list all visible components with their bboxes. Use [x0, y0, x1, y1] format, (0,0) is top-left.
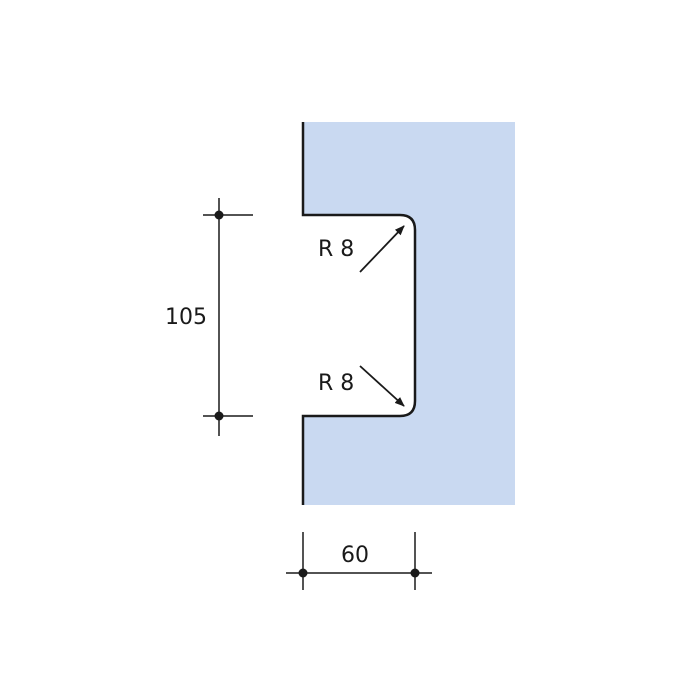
height-dim-label: 105: [165, 305, 207, 330]
profile-body: [303, 122, 515, 505]
width-dim-dot-left: [298, 568, 308, 578]
radius-top-label: R 8: [318, 237, 354, 262]
profile-outline: [301, 122, 417, 505]
width-dimension: 60: [286, 532, 432, 590]
radius-bottom-label: R 8: [318, 371, 354, 396]
height-dim-dot-bottom: [214, 411, 224, 421]
radius-bottom-arrow: [359, 365, 405, 407]
width-dim-label: 60: [341, 543, 369, 568]
radius-top-arrow: [359, 225, 405, 273]
height-dim-dot-top: [214, 210, 224, 220]
radius-callout-bottom: R 8: [318, 365, 405, 407]
width-dim-dot-right: [410, 568, 420, 578]
height-dimension: 105: [165, 198, 253, 436]
radius-callout-top: R 8: [318, 225, 405, 273]
